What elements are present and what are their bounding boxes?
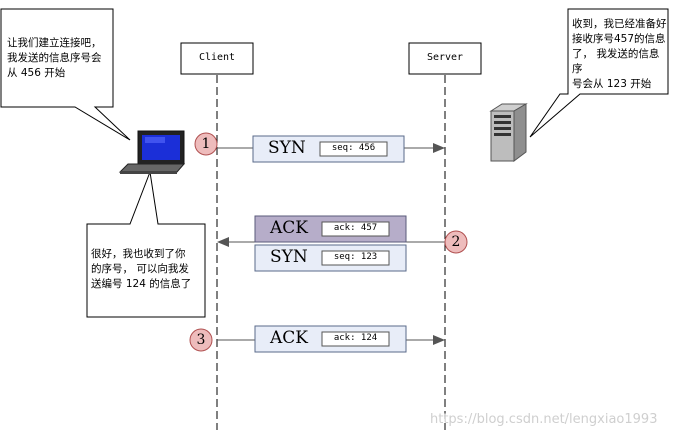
server-icon bbox=[489, 103, 528, 162]
server-label: Server bbox=[426, 52, 464, 63]
step-2-number: 2 bbox=[451, 234, 461, 250]
packet-name: ACK bbox=[270, 218, 308, 238]
client-box bbox=[180, 42, 254, 75]
client-confirm-text: 很好，我也收到了你 的序号， 可以向我发 送编号 124 的信息了 bbox=[91, 248, 192, 290]
packet-name: SYN bbox=[268, 138, 306, 158]
laptop-icon bbox=[118, 130, 186, 174]
packet-field: seq: 123 bbox=[333, 252, 378, 262]
watermark: https://blog.csdn.net/lengxiao1993 bbox=[430, 412, 658, 427]
client-request-text: 让我们建立连接吧， 我发送的信息序号会 从 456 开始 bbox=[7, 37, 102, 79]
server-reply-text: 收到，我已经准备好 接收序号457的信息 了， 我发送的信息序 号会从 123 … bbox=[572, 18, 667, 90]
step-3-number: 3 bbox=[196, 332, 206, 348]
packet-name: SYN bbox=[270, 247, 308, 267]
server-reply-callout bbox=[529, 8, 669, 138]
step-2-marker bbox=[444, 230, 468, 254]
step-1-number: 1 bbox=[201, 136, 211, 152]
step-1-marker bbox=[194, 132, 218, 156]
packet-field: ack: 124 bbox=[333, 333, 378, 343]
packet-name: ACK bbox=[270, 328, 308, 348]
client-request-callout bbox=[0, 8, 131, 141]
packet-field: ack: 457 bbox=[333, 223, 378, 233]
client-confirm-callout bbox=[86, 170, 206, 318]
step-3-marker bbox=[189, 328, 213, 352]
packet-field: seq: 456 bbox=[331, 143, 376, 153]
client-label: Client bbox=[198, 52, 236, 63]
server-box bbox=[408, 42, 482, 75]
